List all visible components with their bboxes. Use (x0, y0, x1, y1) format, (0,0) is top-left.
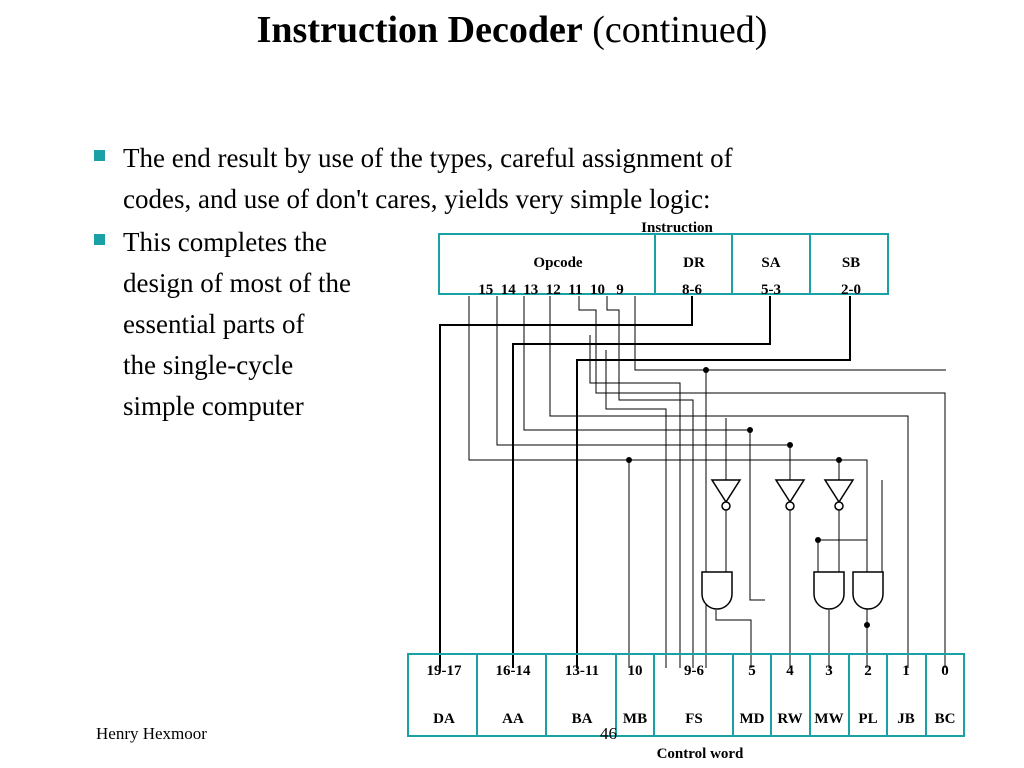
instruction-box (438, 233, 889, 295)
control-name: MW (814, 711, 843, 727)
footer-author: Henry Hexmoor (96, 724, 207, 743)
junction-dot (703, 367, 709, 373)
field-bits-dr: 8-6 (682, 282, 702, 298)
control-bits: 2 (864, 663, 872, 679)
control-name: DA (433, 711, 455, 727)
control-name: BA (572, 711, 593, 727)
control-bits: 16-14 (496, 663, 531, 679)
and-gate-icon (813, 571, 845, 610)
control-dividers (476, 654, 927, 736)
junction-dot (815, 537, 821, 543)
field-name-opcode: Opcode (533, 255, 583, 271)
inverter-gates (710, 479, 855, 511)
dr-to-da-bus (439, 296, 693, 668)
control-bits: 3 (825, 663, 833, 679)
and-gates (701, 571, 884, 610)
bullet-line: simple computer (123, 391, 304, 421)
control-bits: 1 (902, 663, 910, 679)
control-bits: 5 (748, 663, 756, 679)
control-name: PL (858, 711, 877, 727)
bullet-line: essential parts of (123, 309, 305, 339)
control-word-register: 19-17 16-14 13-11 10 9-6 5 4 3 2 1 0 DA … (407, 653, 965, 737)
bullet-line: This completes the (123, 227, 327, 257)
bit15-wire (468, 296, 868, 668)
bullet-line: codes, and use of don't cares, yields ve… (123, 184, 711, 214)
control-name: MB (623, 711, 647, 727)
bullet-line: design of most of the (123, 268, 351, 298)
junction-dot (747, 427, 753, 433)
and1-to-md (715, 610, 752, 668)
control-bits: 0 (941, 663, 949, 679)
field-bits-sb: 2-0 (841, 282, 861, 298)
control-bits: 4 (786, 663, 794, 679)
bullet-item: The end result by use of the types, care… (94, 138, 914, 220)
bullet-square-icon (94, 234, 105, 245)
junction-dot (864, 622, 870, 628)
junction-dot (626, 457, 632, 463)
inverter-icon (823, 479, 855, 511)
fs-wire-b (605, 350, 667, 668)
fs-wire-a (589, 335, 681, 668)
field-name-sb: SB (842, 255, 860, 271)
bit12-wire (549, 296, 909, 668)
and-gate-icon (701, 571, 733, 610)
control-word-box (407, 653, 965, 737)
control-name: FS (685, 711, 703, 727)
bit14-wire (496, 296, 791, 480)
field-name-sa: SA (761, 255, 780, 271)
title-main: Instruction Decoder (256, 9, 583, 51)
page-number: 46 (600, 724, 617, 743)
inverter-icon (774, 479, 806, 511)
slide-title: Instruction Decoder (continued) (0, 8, 1024, 52)
opcode-wires (468, 296, 946, 668)
control-bits: 10 (628, 663, 643, 679)
bullet-line: the single-cycle (123, 350, 294, 380)
sb-to-ba-bus (576, 296, 851, 668)
title-sub: (continued) (592, 9, 768, 51)
field-buses (439, 296, 851, 668)
and-gate-icon (852, 571, 884, 610)
bullet-item: This completes the design of most of the… (94, 222, 914, 427)
control-name: BC (935, 711, 956, 727)
field-name-dr: DR (683, 255, 705, 271)
bit10-wire (606, 296, 694, 668)
control-bits: 9-6 (684, 663, 704, 679)
sa-to-aa-bus (512, 296, 771, 668)
bit9-wire (634, 296, 946, 371)
field-bits-opcode: 15 14 13 12 11 10 9 (478, 282, 623, 298)
instruction-register: Opcode DR SA SB 15 14 13 12 11 10 9 8-6 … (438, 233, 889, 298)
field-bits-sa: 5-3 (761, 282, 781, 298)
instruction-label: Instruction (641, 220, 713, 236)
inverter-icon (710, 479, 742, 511)
bit13-wire (523, 296, 765, 601)
control-name: JB (897, 711, 915, 727)
junction-dot (836, 457, 842, 463)
control-word-label: Control word (657, 746, 744, 762)
junction-dot (787, 442, 793, 448)
bit11-wire (578, 296, 946, 668)
control-bits: 19-17 (427, 663, 462, 679)
bullet-list: The end result by use of the types, care… (94, 138, 914, 427)
control-name: AA (502, 711, 524, 727)
control-name: RW (777, 711, 802, 727)
bullet-square-icon (94, 150, 105, 161)
bullet-line: The end result by use of the types, care… (123, 143, 733, 173)
junction-dots (626, 367, 870, 628)
control-name: MD (740, 711, 765, 727)
control-bits: 13-11 (565, 663, 599, 679)
and3-input-a (818, 539, 868, 582)
